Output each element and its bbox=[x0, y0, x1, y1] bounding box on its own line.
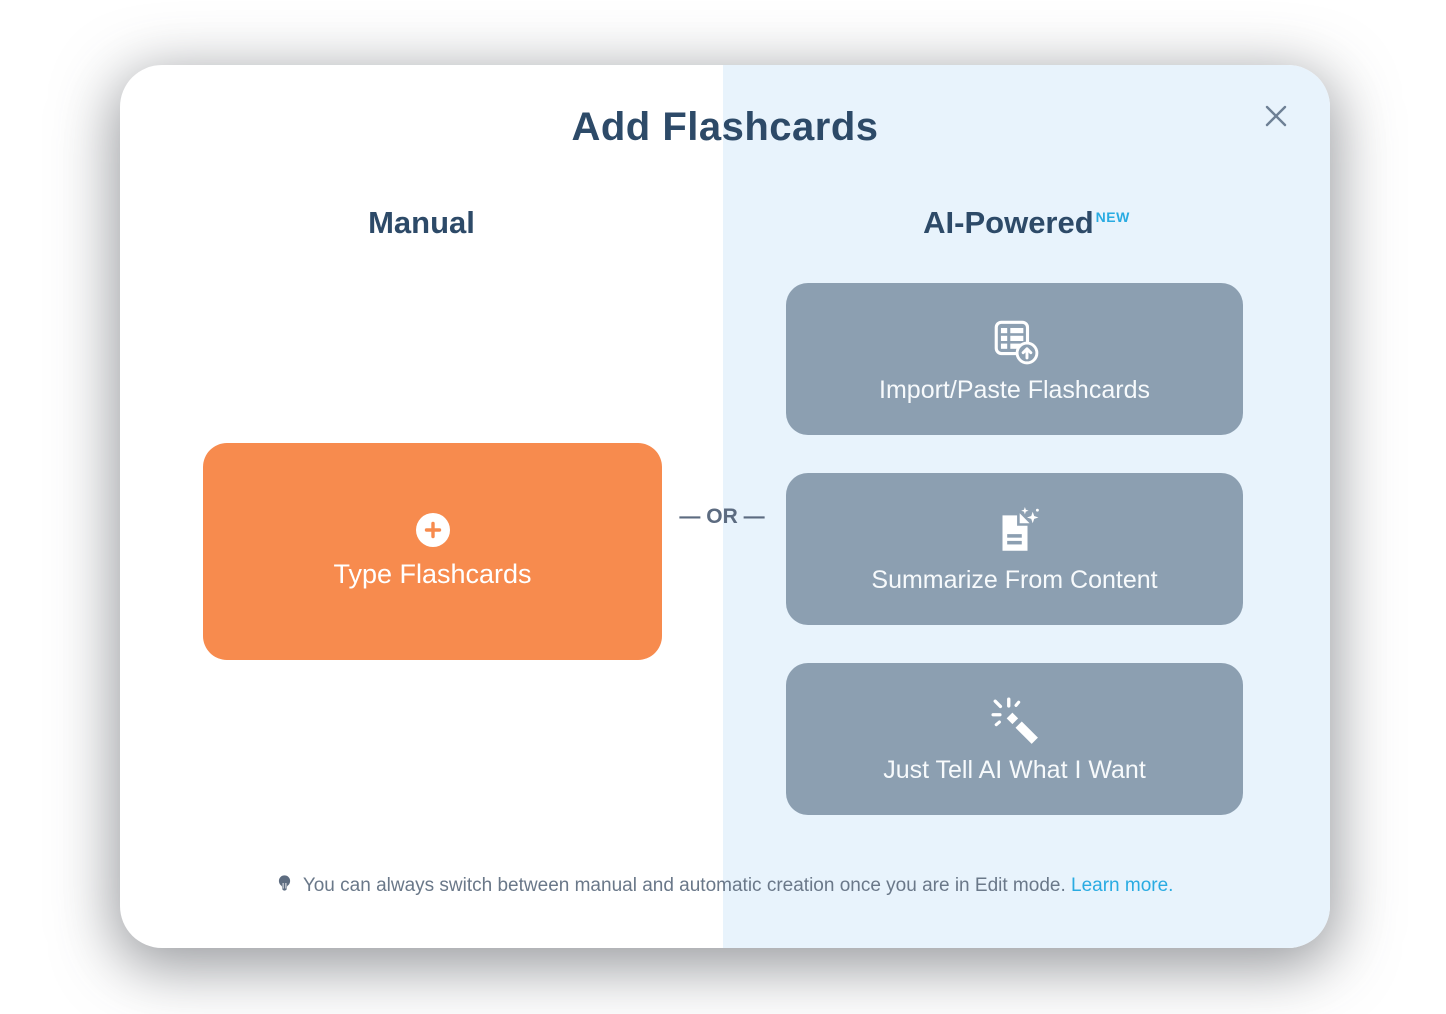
magic-wand-icon bbox=[990, 694, 1040, 748]
summarize-from-content-label: Summarize From Content bbox=[871, 565, 1158, 594]
just-tell-ai-label: Just Tell AI What I Want bbox=[883, 755, 1146, 784]
import-paste-flashcards-label: Import/Paste Flashcards bbox=[879, 375, 1150, 404]
import-paste-flashcards-button[interactable]: Import/Paste Flashcards bbox=[786, 283, 1243, 435]
or-divider: — OR — bbox=[679, 505, 765, 528]
footer-tip-text: You can always switch between manual and… bbox=[302, 875, 1066, 896]
manual-section-heading: Manual bbox=[368, 205, 475, 240]
learn-more-link[interactable]: Learn more. bbox=[1071, 875, 1174, 896]
document-sparkle-icon bbox=[990, 504, 1040, 558]
ai-heading-text: AI-Powered bbox=[923, 205, 1094, 240]
lightbulb-icon bbox=[277, 875, 297, 899]
close-icon bbox=[1262, 102, 1290, 133]
new-badge: NEW bbox=[1095, 208, 1130, 225]
close-button[interactable] bbox=[1258, 99, 1294, 135]
footer-tip: You can always switch between manual and… bbox=[120, 874, 1330, 900]
just-tell-ai-button[interactable]: Just Tell AI What I Want bbox=[786, 663, 1243, 815]
plus-icon bbox=[415, 513, 450, 547]
type-flashcards-label: Type Flashcards bbox=[333, 559, 532, 589]
page-title: Add Flashcards bbox=[571, 105, 879, 149]
table-import-icon bbox=[990, 314, 1040, 368]
type-flashcards-button[interactable]: Type Flashcards bbox=[203, 443, 662, 660]
summarize-from-content-button[interactable]: Summarize From Content bbox=[786, 473, 1243, 625]
